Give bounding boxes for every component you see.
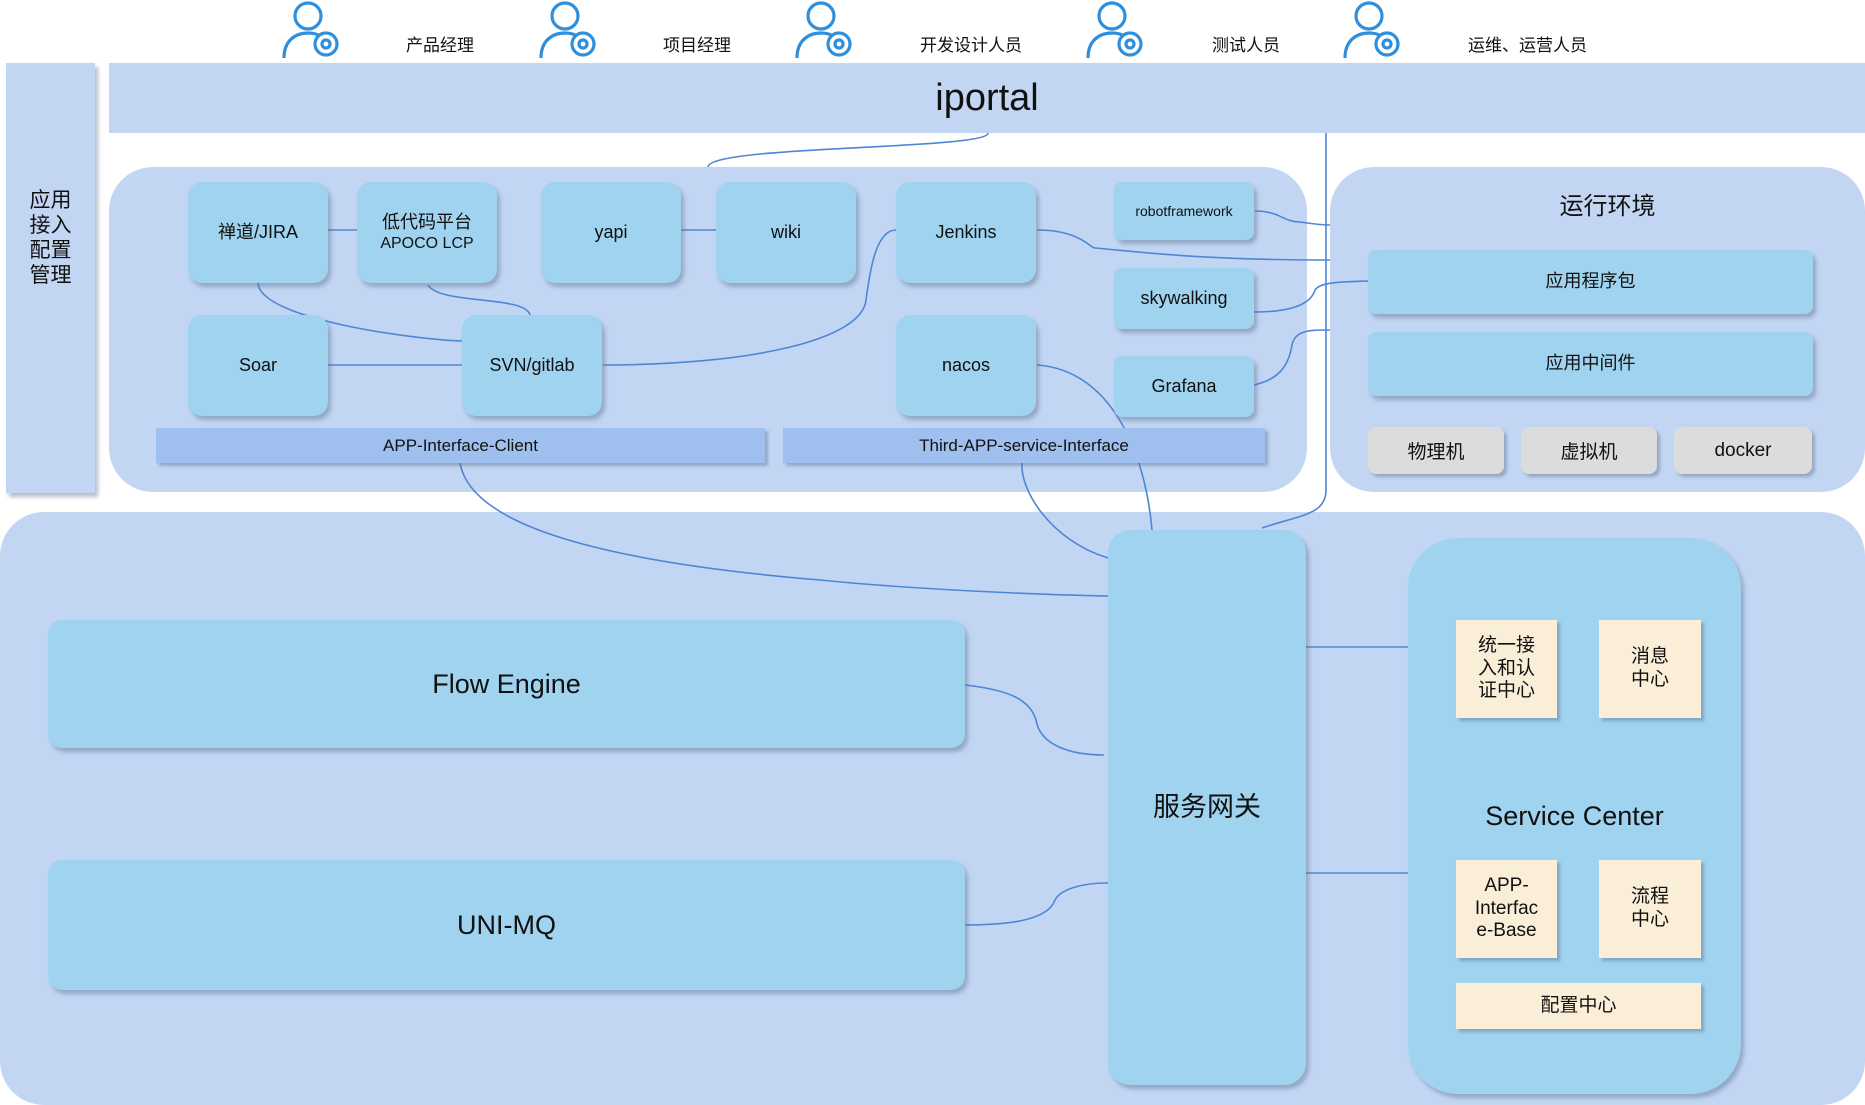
jenkins-node: Jenkins bbox=[896, 182, 1036, 283]
nacos-node: nacos bbox=[896, 315, 1036, 416]
user-gear-icon bbox=[539, 0, 603, 62]
role-label: 测试人员 bbox=[1212, 36, 1280, 55]
physical-machine-node: 物理机 bbox=[1368, 427, 1504, 474]
zentao-jira-node: 禅道/JIRA bbox=[188, 182, 328, 283]
user-gear-icon bbox=[795, 0, 859, 62]
grafana-node: Grafana bbox=[1114, 356, 1254, 417]
skywalking-node: skywalking bbox=[1114, 268, 1254, 329]
app-package-node: 应用程序包 bbox=[1368, 250, 1813, 314]
service-gateway-node: 服务网关 bbox=[1108, 530, 1306, 1085]
user-gear-icon bbox=[1086, 0, 1150, 62]
lowcode-platform-node: 低代码平台 APOCO LCP bbox=[357, 182, 497, 283]
app-interface-client-bar: APP-Interface-Client bbox=[156, 428, 765, 463]
wiki-node: wiki bbox=[716, 182, 856, 283]
portal-title: iportal bbox=[935, 76, 1039, 119]
third-app-service-interface-bar: Third-APP-service-Interface bbox=[783, 428, 1265, 463]
runtime-title: 运行环境 bbox=[1559, 193, 1656, 220]
auth-center-node: 统一接 入和认 证中心 bbox=[1456, 620, 1557, 718]
flow-engine-node: Flow Engine bbox=[48, 620, 965, 748]
role-label: 项目经理 bbox=[663, 36, 731, 55]
sidebar-app-access-config: 应用 接入 配置 管理 bbox=[6, 63, 95, 493]
robotframework-node: robotframework bbox=[1114, 182, 1254, 240]
role-label: 运维、运营人员 bbox=[1468, 36, 1587, 55]
role-label: 开发设计人员 bbox=[920, 36, 1022, 55]
message-center-node: 消息 中心 bbox=[1599, 620, 1701, 718]
config-center-node: 配置中心 bbox=[1456, 983, 1701, 1029]
sidebar-label: 应用 接入 配置 管理 bbox=[29, 188, 72, 288]
app-middleware-node: 应用中间件 bbox=[1368, 332, 1813, 396]
iportal-bar: iportal bbox=[109, 63, 1865, 133]
soar-node: Soar bbox=[188, 315, 328, 416]
process-center-node: 流程 中心 bbox=[1599, 860, 1701, 958]
service-center-title: Service Center bbox=[1485, 800, 1664, 831]
yapi-node: yapi bbox=[541, 182, 681, 283]
virtual-machine-node: 虚拟机 bbox=[1521, 427, 1657, 474]
app-interface-base-node: APP- Interfac e-Base bbox=[1456, 860, 1557, 958]
user-gear-icon bbox=[282, 0, 346, 62]
role-label: 产品经理 bbox=[406, 36, 474, 55]
user-gear-icon bbox=[1343, 0, 1407, 62]
uni-mq-node: UNI-MQ bbox=[48, 860, 965, 990]
svn-gitlab-node: SVN/gitlab bbox=[462, 315, 602, 416]
docker-node: docker bbox=[1674, 427, 1812, 474]
